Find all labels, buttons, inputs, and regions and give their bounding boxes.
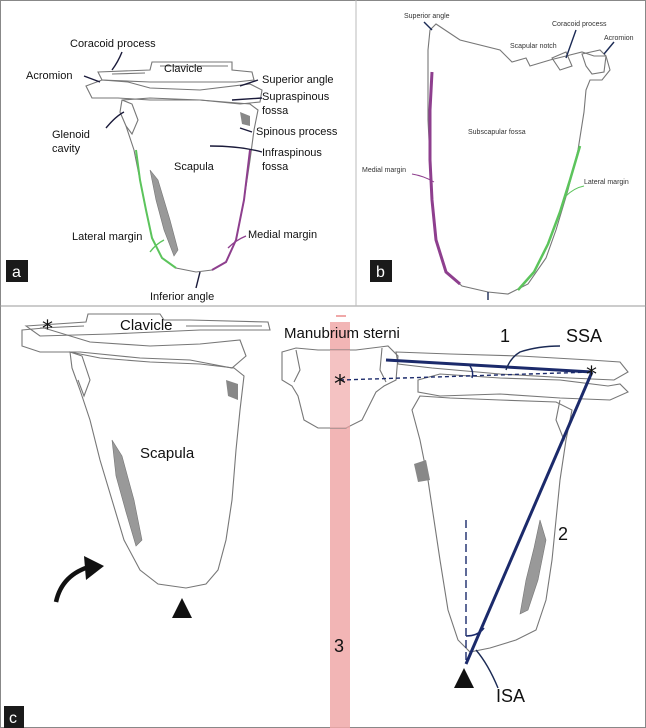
panel-b-label-superior-angle: Superior angle <box>404 13 450 20</box>
panel-b-leader-acromion <box>604 42 614 54</box>
panel-c-tag: c <box>9 710 17 727</box>
panel-c-label-clavicle: Clavicle <box>120 317 173 334</box>
panel-a-medial-margin-highlight <box>212 150 250 270</box>
panel-b-medial-margin-highlight <box>430 72 460 284</box>
panel-c-left-spine-shadow <box>226 380 238 400</box>
panel-a-label-glenoid-cavity-2: cavity <box>52 143 81 155</box>
panel-c-label-scapula: Scapula <box>140 445 195 462</box>
panel-b: Superior angle Scapular notch Coracoid p… <box>362 13 634 300</box>
panel-a-label-lateral-margin: Lateral margin <box>72 231 142 243</box>
panel-a-label-glenoid-cavity-1: Glenoid <box>52 129 90 141</box>
panel-a-label-coracoid-process: Coracoid process <box>70 38 156 50</box>
panel-c-left-asterisk: * <box>42 317 53 342</box>
panel-b-acromion-outline <box>582 50 606 74</box>
panel-c-rotation-arrowhead <box>84 556 104 580</box>
panel-c-right-asterisk: * <box>586 363 597 388</box>
panel-b-label-medial-margin: Medial margin <box>362 167 406 174</box>
panel-c-axis-solid-line <box>466 372 592 664</box>
panel-c-leader-isa <box>476 650 498 688</box>
panel-a-tag: a <box>12 264 21 281</box>
panel-b-lateral-margin-highlight <box>518 146 580 290</box>
panel-b-label-lateral-margin: Lateral margin <box>584 179 629 186</box>
panel-a-label-infraspinous-fossa-1: Infraspinous <box>262 147 322 159</box>
panel-c-sternal-asterisk: * <box>334 370 346 398</box>
panel-b-leader-superior-angle <box>424 22 432 30</box>
panel-a-label-scapula: Scapula <box>174 161 215 173</box>
panel-c-right-spine-shadow <box>414 460 430 482</box>
panel-b-scapula-outline <box>428 24 610 294</box>
panel-c-right-inferior-triangle <box>454 668 474 688</box>
panel-c-left-scapula-outline <box>70 352 244 588</box>
panel-b-label-acromion: Acromion <box>604 35 634 42</box>
panel-a-spine-shadow <box>240 112 250 126</box>
panel-a-label-supraspinous-fossa-2: fossa <box>262 105 289 117</box>
panel-c-label-marker-1: 1 <box>500 326 510 346</box>
panel-a-leader-infraspinous <box>210 146 262 152</box>
panel-a-label-acromion: Acromion <box>26 70 72 82</box>
panel-c-label-manubrium-sterni: Manubrium sterni <box>284 325 400 342</box>
panel-a-label-medial-margin: Medial margin <box>248 229 317 241</box>
panel-b-tag: b <box>376 264 385 281</box>
panel-b-label-scapular-notch: Scapular notch <box>510 43 557 50</box>
panel-a-leader-inferior <box>196 272 200 288</box>
panel-a-glenoid <box>122 100 138 134</box>
panel-a-lateral-margin-highlight <box>136 150 176 268</box>
panel-a-leader-acromion <box>84 76 100 82</box>
panel-c-label-isa: ISA <box>496 686 525 706</box>
panel-c: * * * Clavic <box>4 314 628 728</box>
panel-c-left-lateral-ridge <box>112 440 142 546</box>
panel-a-label-spinous-process: Spinous process <box>256 126 338 138</box>
panel-c-left-inferior-triangle <box>172 598 192 618</box>
panel-c-label-marker-2: 2 <box>558 524 568 544</box>
panel-c-label-ssa: SSA <box>566 326 602 346</box>
panel-a-leader-coracoid <box>112 52 122 70</box>
panel-a-leader-spinous <box>240 128 252 132</box>
panel-c-label-marker-3: 3 <box>334 636 344 656</box>
panel-b-label-subscapular-fossa: Subscapular fossa <box>468 129 526 136</box>
panel-c-right-scapula-outline <box>412 396 572 652</box>
panel-a-label-clavicle: Clavicle <box>164 63 203 75</box>
panel-a-label-superior-angle: Superior angle <box>262 74 334 86</box>
panel-a: Coracoid process Clavicle Acromion Super… <box>6 38 338 303</box>
panel-a-label-infraspinous-fossa-2: fossa <box>262 161 289 173</box>
panel-a-label-supraspinous-fossa-1: Supraspinous <box>262 91 330 103</box>
panel-a-leader-supraspinous <box>232 98 262 100</box>
panel-c-right-lateral-ridge <box>520 520 546 614</box>
panel-c-left-acromion-outline <box>22 328 246 368</box>
panel-a-label-inferior-angle: Inferior angle <box>150 291 214 303</box>
panel-b-label-coracoid-process: Coracoid process <box>552 21 607 28</box>
